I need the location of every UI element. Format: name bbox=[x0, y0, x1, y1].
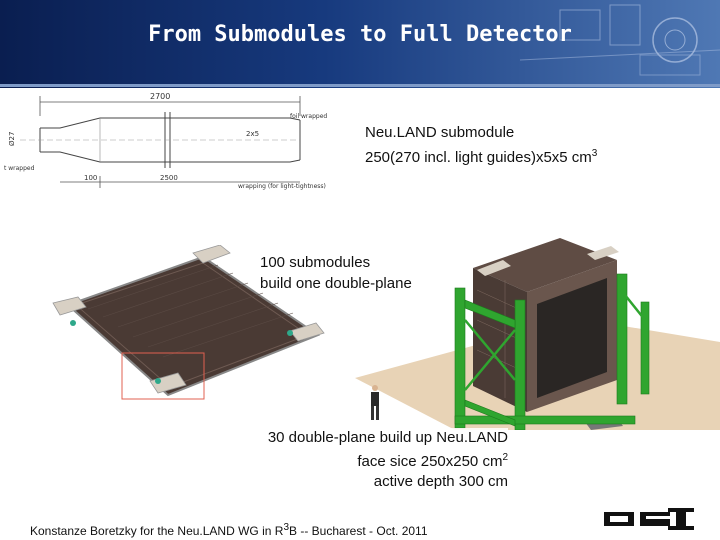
dim-core-label: 2500 bbox=[160, 174, 178, 182]
submodule-title: Neu.LAND submodule bbox=[365, 124, 515, 141]
dim-height-label: 2x5 bbox=[246, 130, 259, 138]
footer-credit: Konstanze Boretzky for the Neu.LAND WG i… bbox=[30, 522, 428, 538]
dim-lg-label: 100 bbox=[84, 174, 97, 182]
logo-text: GSI bbox=[604, 529, 606, 531]
header-decoration bbox=[519, 4, 720, 76]
header-banner: From Submodules to Full Detector bbox=[0, 0, 720, 88]
submodule-caption: Neu.LAND submodule 250(270 incl. light g… bbox=[365, 122, 597, 168]
person-figure bbox=[371, 385, 379, 420]
detector-line-3: active depth 300 cm bbox=[373, 473, 508, 490]
double-plane-caption: 100 submodules build one double-plane bbox=[260, 252, 412, 294]
dim-diameter-label: Ø27 bbox=[8, 132, 16, 146]
label-left: t wrapped bbox=[4, 165, 35, 172]
detector-line-1: 30 double-plane build up Neu.LAND bbox=[267, 429, 508, 446]
header-divider bbox=[0, 84, 720, 87]
double-plane-line-1: 100 submodules bbox=[260, 254, 371, 271]
double-plane-figure bbox=[52, 245, 325, 400]
detector-caption: 30 double-plane build up Neu.LAND face s… bbox=[212, 428, 508, 492]
submodule-drawing: 2700 Ø27 2x5 t wrapped foil wrapped 100 … bbox=[0, 88, 360, 194]
double-plane-line-2: build one double-plane bbox=[260, 275, 412, 292]
full-detector-render bbox=[355, 238, 720, 430]
page-title: From Submodules to Full Detector bbox=[148, 22, 572, 47]
gsi-logo: GSI bbox=[604, 506, 714, 536]
label-foil: foil wrapped bbox=[290, 113, 327, 120]
dim-length-label: 2700 bbox=[150, 92, 170, 101]
detector-line-2: face sice 250x250 cm2 bbox=[357, 452, 508, 470]
submodule-size: 250(270 incl. light guides)x5x5 cm3 bbox=[365, 148, 598, 166]
label-wrapping: wrapping (for light-tightness) bbox=[238, 183, 326, 190]
